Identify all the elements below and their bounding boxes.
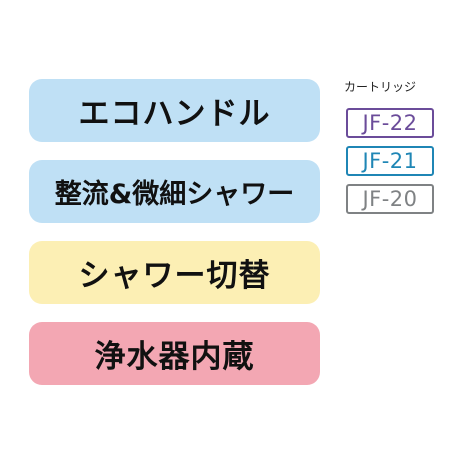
cartridge-code-jf22: JF-22 [346,108,434,138]
feature-label: エコハンドル [78,96,271,132]
feature-label: シャワー切替 [78,258,271,294]
feature-shower-switch: シャワー切替 [29,241,320,304]
cartridge-heading: カートリッジ [344,80,417,94]
cartridge-code-jf21: JF-21 [346,146,434,176]
feature-label: 浄水器内蔵 [94,339,255,375]
cartridge-code-jf20: JF-20 [346,184,434,214]
cartridge-code-text: JF-20 [362,187,418,211]
cartridge-code-text: JF-22 [362,111,418,135]
cartridge-code-text: JF-21 [362,149,418,173]
feature-laminar-fine-shower: 整流&微細シャワー [29,160,320,223]
feature-label: 整流&微細シャワー [54,179,295,210]
feature-built-in-purifier: 浄水器内蔵 [29,322,320,385]
feature-eco-handle: エコハンドル [29,79,320,142]
